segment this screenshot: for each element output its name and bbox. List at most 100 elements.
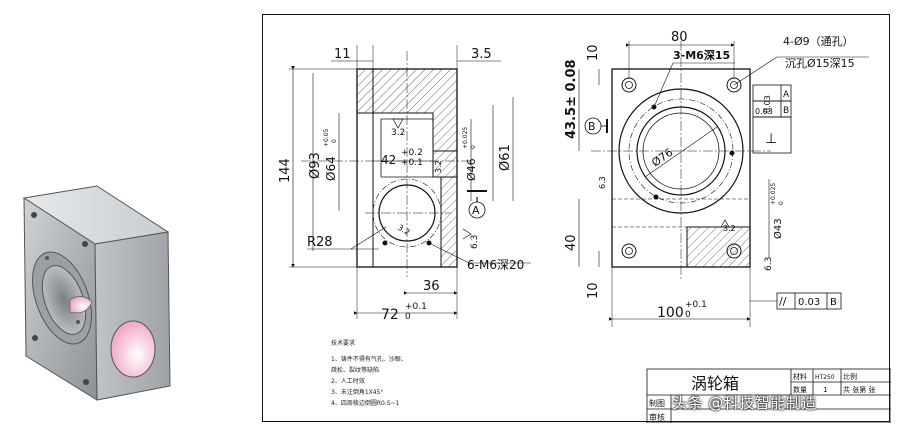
surface-finish-6-3-side: 6.3 [598, 176, 607, 189]
datum-b-circle [584, 117, 602, 135]
surface-finish-6-3-b: 6.3 [764, 257, 774, 271]
tech-item-4: 3、未注倒角1X45° [331, 388, 383, 396]
dia-76: Ø76 [649, 146, 675, 170]
tol-value-b: 0.03 [755, 107, 773, 116]
dia-64-tol-up: +0.05 [323, 128, 330, 147]
dia-43-tol-low: 0 [778, 201, 785, 205]
dim-72: 72 [381, 307, 399, 323]
scale-label: 比例 [843, 372, 857, 381]
tech-item-2: 疏松、裂纹等缺陷 [331, 366, 379, 374]
dim-144: 144 [278, 158, 293, 183]
perpendicularity-icon: ⊥ [765, 131, 777, 147]
front-section-view: 11 3.5 144 Ø93 Ø64 +0.05 0 3.2 42 +0.2 +… [278, 45, 531, 323]
dia-76-leader [644, 126, 718, 178]
bolt-hole-icon [82, 241, 88, 247]
surface-finish-3-2: 3.2 [391, 128, 405, 138]
parallelism-frame: // 0.03 B [750, 292, 842, 310]
m6-hole-icon [729, 150, 735, 156]
bolt-hole-icon [32, 335, 38, 341]
parallel-value: 0.03 [798, 297, 820, 308]
dim-10-bottom: 10 [586, 282, 601, 299]
dim-100-tol-up: +0.1 [685, 300, 707, 310]
dia-46-tol-low: 0 [470, 145, 477, 149]
dia-64: Ø64 [324, 156, 338, 181]
dia-46: Ø46 [465, 158, 478, 181]
thread-6-m6: 6-M6深20 [467, 258, 524, 272]
counterbore-hole-icon [621, 77, 637, 93]
dim-100-tol-low: 0 [685, 310, 691, 320]
dim-3-5: 3.5 [471, 47, 492, 62]
material-value: HT250 [815, 374, 835, 381]
tol-datum-b: B [783, 106, 789, 116]
drawing-frame: 11 3.5 144 Ø93 Ø64 +0.05 0 3.2 42 +0.2 +… [262, 14, 891, 423]
surface-finish-icon [392, 118, 404, 129]
counterbore-hole-icon [730, 81, 738, 89]
tech-requirements: 技术要求 1、铸件不得有气孔、沙眼、 疏松、裂纹等缺陷 2、人工时效 3、未注倒… [331, 339, 407, 407]
bolt-hole-icon [76, 320, 80, 324]
hatch-bottom-right [440, 176, 458, 268]
m6-hole-icon [382, 240, 388, 246]
hatch-side-bottom [686, 226, 751, 268]
dia-46-tol-up: +0.025 [462, 127, 469, 149]
checked-label: 审核 [649, 412, 665, 422]
surface-finish-3-2-side: 3.2 [723, 224, 736, 233]
side-hole [110, 320, 156, 378]
r28-leader-diag [350, 226, 387, 250]
tech-item-3: 2、人工时效 [331, 377, 365, 385]
bolt-hole-icon [83, 379, 89, 385]
counterbore-hole-icon [621, 243, 637, 259]
holes-leader [733, 56, 778, 86]
radius-r28: R28 [307, 235, 333, 250]
bolt-hole-icon [45, 256, 49, 260]
sheets-label: 共 张第 张 [843, 385, 875, 394]
dim-100: 100 [657, 305, 684, 321]
dim-80: 80 [671, 30, 688, 45]
dim-72-tol-up: +0.1 [405, 302, 427, 312]
surface-finish-3-2b: 3.2 [434, 160, 443, 173]
watermark: 头条 @科技智能制造 [672, 394, 817, 412]
dim-11: 11 [334, 47, 351, 62]
dia-64-tol-low: 0 [331, 139, 338, 143]
counterbore-hole-icon [730, 247, 738, 255]
hatch-top [372, 68, 458, 152]
dia-61: Ø61 [498, 144, 513, 171]
dim-40: 40 [564, 234, 579, 251]
parallel-datum: B [830, 297, 837, 308]
datum-a-circle [468, 201, 486, 219]
m6-leader [653, 62, 674, 108]
dim-43-5: 43.5± 0.08 [564, 59, 579, 139]
tech-item-5: 4、四周棱边倒圆R0.5~1 [331, 399, 400, 407]
dim-72-tol-low: 0 [405, 312, 411, 322]
surface-finish-icon [462, 228, 472, 240]
dim-10-top: 10 [586, 44, 601, 61]
surface-finish-icon [720, 219, 730, 228]
drawn-label: 制图 [649, 398, 665, 408]
datum-a-label: A [472, 204, 480, 217]
side-view: 80 10 3-M6深15 4-Ø9（通孔） 沉孔Ø15深15 43.5± 0.… [564, 30, 869, 327]
part-name: 涡轮箱 [691, 374, 739, 393]
isometric-view [0, 0, 260, 428]
bolt-hole-icon [31, 212, 37, 218]
geometric-tolerance-frame: 0.03 A 0.03 B ⊥ [752, 84, 792, 154]
thread-3-m6: 3-M6深15 [673, 48, 730, 62]
hatch-left-upper [356, 68, 374, 114]
holes-callout-1: 4-Ø9（通孔） [783, 35, 854, 48]
m6-leader [428, 242, 470, 264]
dim-42-tol-low: +0.1 [401, 158, 423, 168]
surface-finish-6-3: 6.3 [470, 235, 480, 249]
m6-hole-icon [653, 194, 659, 200]
counterbore-hole-icon [726, 243, 742, 259]
material-label: 材料 [793, 372, 807, 381]
tech-item-1: 1、铸件不得有气孔、沙眼、 [331, 355, 407, 363]
qty-value: 1 [823, 386, 827, 394]
dia-43: Ø43 [772, 218, 784, 239]
title-block [646, 368, 891, 423]
qty-label: 数量 [793, 385, 807, 394]
counterbore-hole-icon [625, 247, 633, 255]
dim-36: 36 [423, 279, 440, 294]
parallel-symbol: // [779, 295, 787, 308]
datum-b-label: B [588, 120, 596, 133]
dim-42: 42 [381, 153, 396, 167]
tol-value-a: 0.03 [763, 95, 772, 113]
dia-43-tol-up: +0.025 [770, 183, 777, 205]
